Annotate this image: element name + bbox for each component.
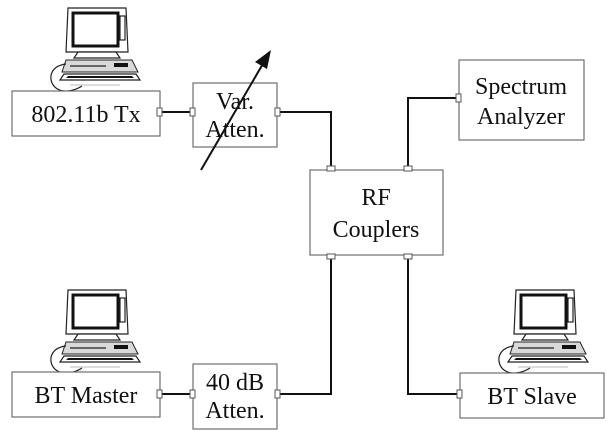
- port-slave-left: [456, 389, 463, 399]
- master-computer-icon: [49, 288, 142, 375]
- block-802-11b-tx: 802.11b Tx: [11, 90, 161, 137]
- port-40db-right: [274, 389, 281, 399]
- wire-40db-atten-to-couplers: [277, 255, 332, 395]
- block-802-11b-tx-label: 802.11b Tx: [31, 102, 140, 128]
- slave-computer-icon: [497, 288, 590, 375]
- block-spectrum-label-1: Spectrum: [475, 74, 567, 100]
- wire-couplers-to-spectrum: [407, 97, 459, 170]
- block-40db-atten-label-2: Atten.: [205, 398, 264, 424]
- port-var-atten-left: [189, 107, 196, 117]
- block-bt-master: BT Master: [11, 371, 161, 418]
- block-40db-atten: 40 dB Atten.: [192, 363, 278, 430]
- block-spectrum-label-2: Analyzer: [477, 104, 565, 130]
- connector-ports: [156, 93, 463, 399]
- port-tx-right: [156, 107, 163, 117]
- block-40db-atten-label-1: 40 dB: [206, 370, 264, 396]
- port-couplers-bottom-right: [403, 253, 413, 260]
- wire-var-atten-to-couplers: [277, 111, 332, 170]
- port-master-right: [156, 389, 163, 399]
- port-couplers-top-left: [326, 165, 336, 172]
- port-var-atten-right: [274, 107, 281, 117]
- port-spectrum-left: [455, 93, 462, 103]
- port-couplers-top-right: [403, 165, 413, 172]
- block-rf-couplers: RF Couplers: [309, 169, 444, 256]
- port-couplers-bottom-left: [326, 253, 336, 260]
- block-spectrum-analyzer: Spectrum Analyzer: [458, 59, 585, 141]
- tx-computer-icon: [49, 6, 142, 93]
- wire-couplers-to-bt-slave: [407, 255, 460, 395]
- block-rf-couplers-label-2: Couplers: [333, 217, 420, 243]
- block-bt-master-label: BT Master: [35, 383, 138, 409]
- block-var-atten: Var. Atten.: [192, 82, 278, 148]
- block-bt-slave: BT Slave: [459, 372, 605, 419]
- variable-arrow-icon: [200, 50, 271, 171]
- block-rf-couplers-label-1: RF: [361, 185, 390, 211]
- block-var-atten-label-2: Atten.: [205, 117, 264, 143]
- block-bt-slave-label: BT Slave: [487, 384, 577, 410]
- port-40db-left: [189, 389, 196, 399]
